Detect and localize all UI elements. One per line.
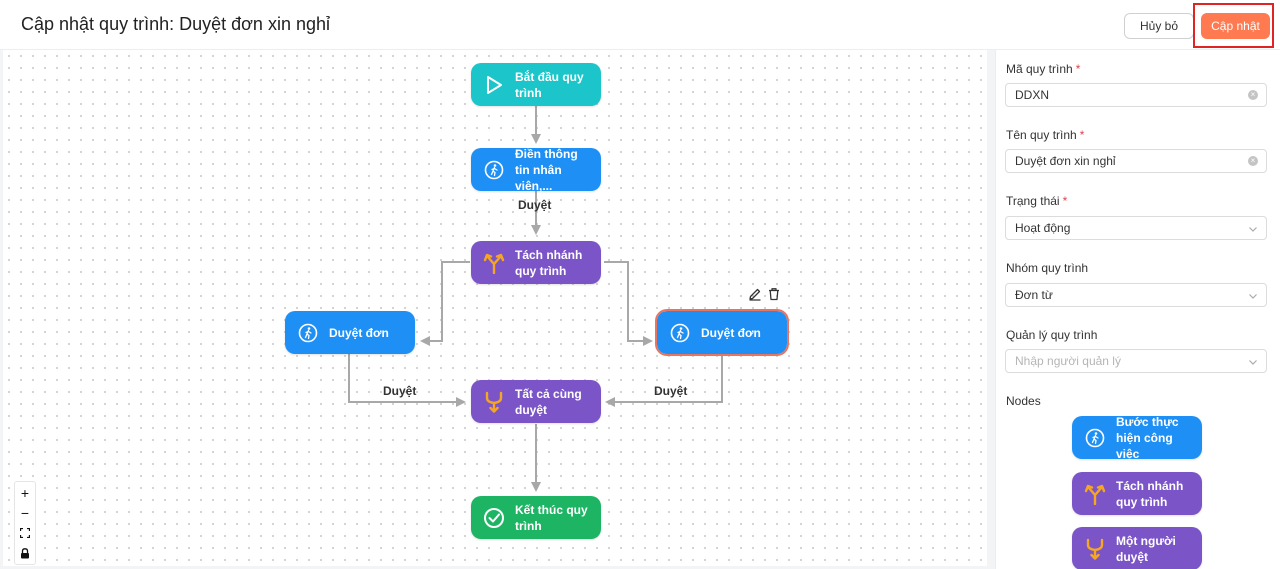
node-split-label: Tách nhánh quy trình — [515, 247, 583, 278]
palette-single-approver-node[interactable]: Một người duyệt — [1072, 527, 1202, 569]
zoom-out-button[interactable]: − — [20, 505, 30, 521]
header-bar: Cập nhật quy trình: Duyệt đơn xin nghỉ H… — [0, 0, 1280, 50]
palette-split-label: Tách nhánh quy trình — [1116, 478, 1184, 509]
name-input[interactable]: Duyệt đơn xin nghỉ × — [1005, 149, 1267, 173]
zoom-in-button[interactable]: + — [20, 485, 30, 501]
status-select-value: Hoạt động — [1015, 221, 1071, 235]
name-input-value: Duyệt đơn xin nghỉ — [1015, 154, 1116, 168]
node-fill-info[interactable]: Điền thông tin nhân viên,... — [471, 146, 601, 193]
code-label: Mã quy trình* — [1006, 62, 1081, 76]
group-select-value: Đơn từ — [1015, 288, 1053, 302]
group-label: Nhóm quy trình — [1006, 261, 1089, 275]
edge-label-left-to-all: Duyệt — [383, 384, 417, 398]
fit-view-icon — [20, 528, 30, 538]
walking-person-icon — [1084, 427, 1106, 449]
node-all-approve[interactable]: Tất cả cùng duyệt — [471, 380, 601, 423]
properties-panel: Mã quy trình* DDXN × Tên quy trình* Duyệ… — [995, 50, 1280, 569]
play-icon — [483, 74, 505, 96]
pencil-icon[interactable] — [748, 287, 762, 301]
manager-select[interactable]: Nhập người quản lý — [1005, 349, 1267, 373]
chevron-down-icon — [1249, 294, 1257, 299]
node-end[interactable]: Kết thúc quy trình — [471, 496, 601, 539]
chevron-down-icon — [1249, 360, 1257, 365]
code-input[interactable]: DDXN × — [1005, 83, 1267, 107]
chevron-down-icon — [1249, 227, 1257, 232]
palette-task-node[interactable]: Bước thực hiện công việc — [1072, 414, 1202, 461]
walking-person-icon — [669, 322, 691, 344]
nodes-title: Nodes — [1006, 394, 1041, 408]
name-label: Tên quy trình* — [1006, 128, 1085, 142]
page-title: Cập nhật quy trình: Duyệt đơn xin nghỉ — [21, 14, 330, 34]
check-circle-icon — [483, 507, 505, 529]
node-approve-right[interactable]: Duyệt đơn — [655, 309, 789, 356]
palette-split-node[interactable]: Tách nhánh quy trình — [1072, 472, 1202, 515]
update-button-highlight — [1193, 3, 1274, 48]
fork-icon — [483, 252, 505, 274]
lock-icon — [21, 547, 29, 558]
group-select[interactable]: Đơn từ — [1005, 283, 1267, 307]
status-label: Trạng thái* — [1006, 194, 1068, 208]
node-all-approve-label: Tất cả cùng duyệt — [515, 386, 582, 417]
code-input-value: DDXN — [1015, 88, 1050, 102]
update-button[interactable]: Cập nhật — [1201, 13, 1270, 39]
node-approve-left[interactable]: Duyệt đơn — [285, 311, 415, 354]
edge-label-right-to-all: Duyệt — [654, 384, 688, 398]
fit-view-button[interactable] — [15, 523, 35, 543]
clear-name-icon[interactable]: × — [1248, 156, 1258, 166]
node-fill-info-label: Điền thông tin nhân viên,... — [515, 146, 578, 193]
status-select[interactable]: Hoạt động — [1005, 216, 1267, 240]
manager-placeholder: Nhập người quản lý — [1015, 354, 1121, 368]
node-start[interactable]: Bắt đầu quy trình — [471, 63, 601, 106]
walking-person-icon — [483, 159, 505, 181]
merge-icon — [483, 391, 505, 413]
trash-icon[interactable] — [767, 287, 781, 301]
edge-label-fill-to-split: Duyệt — [518, 198, 552, 212]
node-end-label: Kết thúc quy trình — [515, 502, 588, 533]
node-split[interactable]: Tách nhánh quy trình — [471, 241, 601, 284]
lock-button[interactable] — [15, 543, 35, 563]
fork-icon — [1084, 483, 1106, 505]
merge-icon — [1084, 538, 1106, 560]
palette-task-label: Bước thực hiện công việc — [1116, 414, 1179, 461]
node-approve-left-label: Duyệt đơn — [329, 325, 389, 340]
zoom-controls: + − — [14, 481, 36, 565]
node-approve-right-label: Duyệt đơn — [701, 325, 761, 340]
clear-code-icon[interactable]: × — [1248, 90, 1258, 100]
palette-single-approver-label: Một người duyệt — [1116, 533, 1176, 564]
cancel-button[interactable]: Hủy bỏ — [1124, 13, 1194, 39]
node-start-label: Bắt đầu quy trình — [515, 69, 584, 100]
manager-label: Quản lý quy trình — [1006, 328, 1098, 342]
flow-canvas[interactable] — [3, 50, 987, 566]
walking-person-icon — [297, 322, 319, 344]
